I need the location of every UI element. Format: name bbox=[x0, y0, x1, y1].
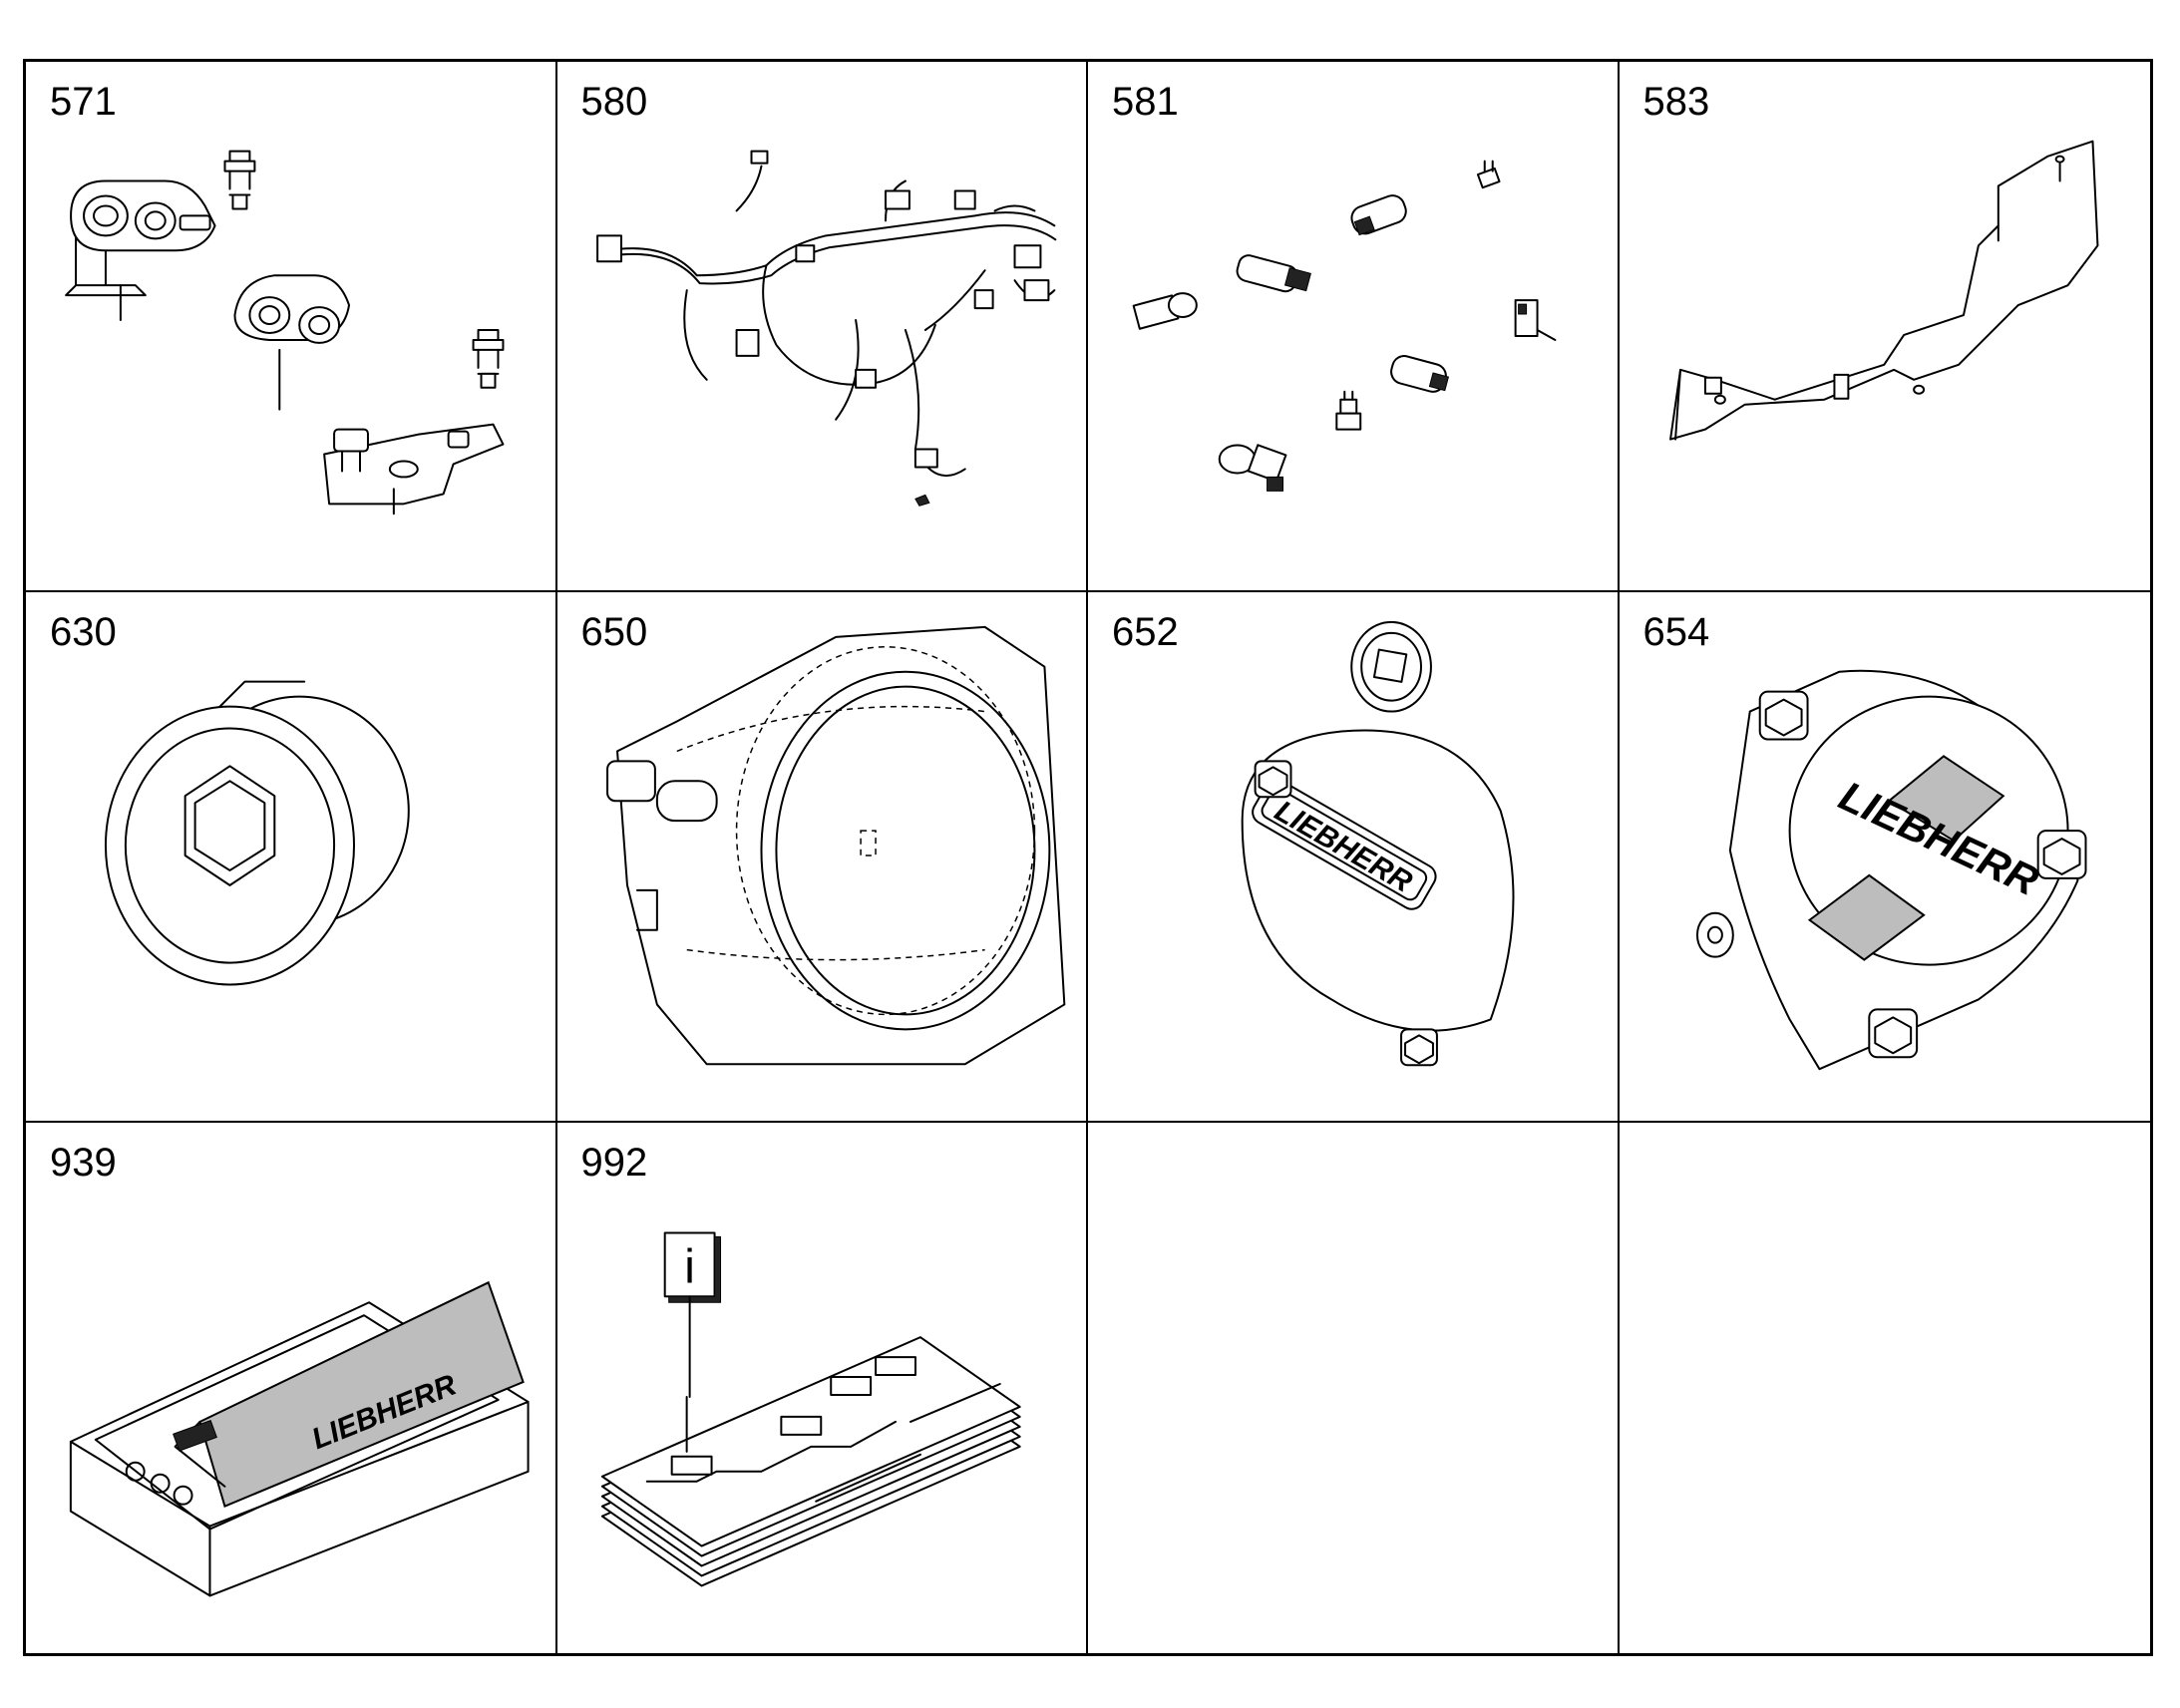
part-number: 571 bbox=[50, 80, 117, 124]
documentation-drawing: i bbox=[557, 1123, 1087, 1653]
part-number: 580 bbox=[580, 80, 648, 124]
part-cell-580[interactable]: 580 bbox=[556, 62, 1088, 592]
part-number: 630 bbox=[50, 610, 117, 654]
part-cell-581[interactable]: 581 bbox=[1088, 62, 1620, 592]
part-cell-652[interactable]: 652 LIEBHERR bbox=[1088, 592, 1620, 1123]
info-symbol: i bbox=[684, 1240, 695, 1293]
part-cell-939[interactable]: 939 LIEBHERR bbox=[26, 1123, 557, 1653]
wiring-harness-drawing bbox=[557, 62, 1087, 590]
part-number: 939 bbox=[50, 1141, 117, 1185]
part-cell-571[interactable]: 571 bbox=[26, 62, 557, 592]
flywheel-housing-drawing bbox=[557, 592, 1087, 1121]
cover-plate-with-bolts-drawing: LIEBHERR bbox=[1620, 592, 2151, 1121]
empty-cell bbox=[1088, 1123, 1620, 1653]
part-cell-630[interactable]: 630 bbox=[26, 592, 557, 1123]
part-cell-992[interactable]: 992 i bbox=[557, 1123, 1088, 1653]
cover-plate-drawing bbox=[1620, 62, 2151, 590]
part-number: 992 bbox=[580, 1141, 648, 1185]
part-number: 581 bbox=[1112, 80, 1179, 124]
parts-grid: 571 bbox=[23, 59, 2153, 1656]
tool-case-drawing: LIEBHERR bbox=[26, 1123, 555, 1653]
plug-screw-drawing bbox=[26, 592, 555, 1121]
empty-cell bbox=[1620, 1123, 2151, 1653]
part-number: 654 bbox=[1642, 610, 1710, 654]
part-number: 652 bbox=[1112, 610, 1179, 654]
part-cell-650[interactable]: 650 bbox=[556, 592, 1088, 1123]
part-number: 650 bbox=[580, 610, 648, 654]
sensors-drawing bbox=[1088, 62, 1618, 590]
cover-with-logo-drawing: LIEBHERR bbox=[1088, 592, 1618, 1121]
part-cell-654[interactable]: 654 LIEBHERR bbox=[1619, 592, 2151, 1123]
part-cell-583[interactable]: 583 bbox=[1619, 62, 2151, 592]
part-number: 583 bbox=[1642, 80, 1710, 124]
clamp-brackets-drawing bbox=[26, 62, 555, 590]
